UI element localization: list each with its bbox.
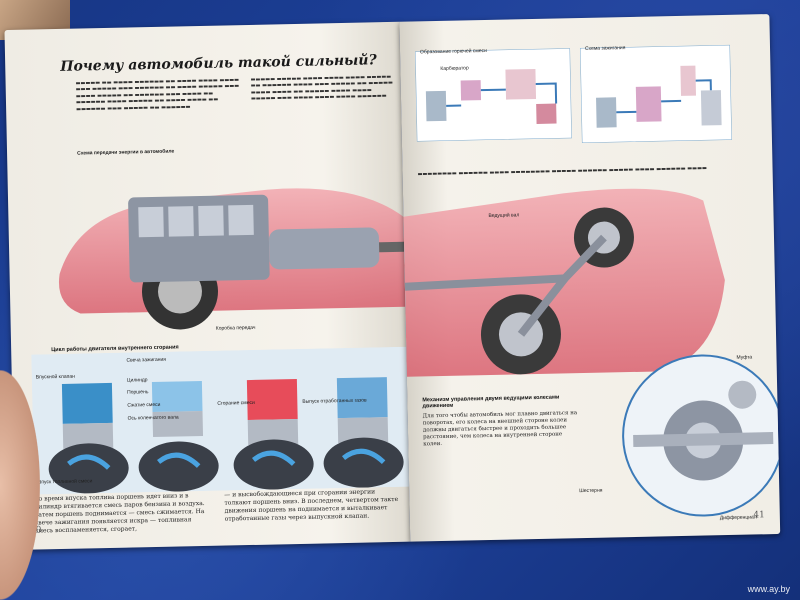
intake-valve-label: Впускной клапан	[35, 373, 75, 381]
compression-label: Сжатие смеси	[127, 401, 161, 409]
watermark: www.ay.by	[747, 584, 790, 594]
drive-shaft-label: Ведущий вал	[488, 212, 520, 219]
spark-plug-label: Свеча зажигания	[126, 356, 167, 364]
car-engine-cutaway-illustration	[58, 188, 406, 330]
cycle-description-left: Во время впуска топлива поршень идет вни…	[34, 492, 205, 535]
intro-paragraph-right: ▬▬▬▬▬ ▬▬▬▬▬ ▬▬▬▬ ▬▬▬▬ ▬▬▬▬ ▬▬▬▬▬ ▬▬ ▬▬▬▬…	[250, 73, 393, 103]
crankshaft-label: Ось коленчатого вала	[127, 414, 179, 422]
clutch-label: Муфта	[736, 354, 753, 361]
differential-description: Для того чтобы автомобиль мог плавно дви…	[422, 410, 578, 448]
gearbox-label: Коробка передач	[215, 324, 256, 332]
ignition-diagram	[579, 44, 732, 143]
cylinder-label: Цилиндр	[126, 377, 148, 384]
combustion-label: Сгорание смеси	[217, 399, 255, 407]
carburetor-label: Карбюратор	[440, 65, 469, 72]
right-page: Образование горючей смеси Карбюратор Схе…	[399, 14, 781, 542]
hand-holding-book	[0, 370, 40, 600]
piston-label: Поршень	[127, 389, 149, 396]
page-number-right: 41	[753, 510, 765, 521]
open-book: Почему автомобиль такой сильный? ▬▬▬▬▬ ▬…	[4, 14, 781, 565]
fuel-system-diagram	[415, 48, 572, 142]
page-title: Почему автомобиль такой сильный?	[60, 52, 377, 75]
intake-mix-label: Впуск топливной смеси	[37, 478, 93, 486]
car-rear-axle-illustration	[403, 188, 725, 377]
gear-label: Шестерня	[579, 487, 603, 495]
differential-label: Дифференциал	[719, 514, 757, 522]
differential-title: Механизм управления двумя ведущими колес…	[422, 394, 560, 410]
ignition-label: Схема зажигания	[584, 45, 626, 52]
left-page: Почему автомобиль такой сильный? ▬▬▬▬▬ ▬…	[4, 21, 411, 550]
cycle-description-right: — и высвобождающиеся при сгорании энерги…	[224, 488, 399, 523]
differential-magnified-illustration	[622, 354, 780, 517]
intro-paragraph-left: ▬▬▬▬▬ ▬▬ ▬▬▬▬ ▬▬▬▬▬▬ ▬▬ ▬▬▬▬ ▬▬▬▬ ▬▬▬▬ ▬…	[75, 77, 240, 113]
four-stroke-cycle-illustration	[31, 346, 410, 495]
